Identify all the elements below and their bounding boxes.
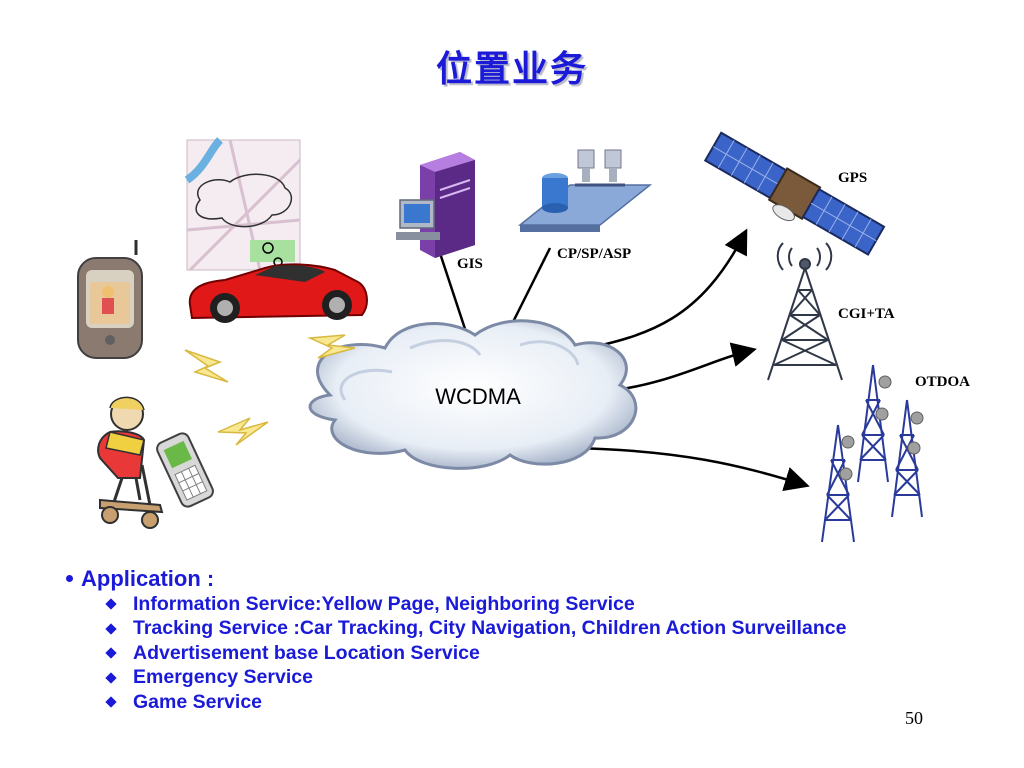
- wcdma-cloud: WCDMA: [308, 319, 638, 470]
- content-provider-icon: [517, 149, 653, 232]
- location-service-diagram: WCDMA GIS CP/SP/ASP: [77, 131, 970, 543]
- cell-tower-icon: [767, 242, 843, 381]
- cp-sp-asp-label: CP/SP/ASP: [557, 246, 631, 262]
- diamond-bullet-icon: [105, 672, 117, 684]
- diamond-bullet-icon: [105, 696, 117, 708]
- bullet-dot-icon: [66, 575, 73, 582]
- gps-label: GPS: [838, 170, 867, 186]
- service-list: Information Service:Yellow Page, Neighbo…: [66, 592, 996, 715]
- satellite-icon: [703, 131, 886, 256]
- car-image: [188, 263, 368, 323]
- list-item: Emergency Service: [104, 666, 996, 691]
- application-heading: Application :: [66, 565, 996, 592]
- wireless-signal-icons: [184, 334, 356, 446]
- slide-title: 位置业务: [435, 49, 588, 90]
- diamond-bullet-icon: [105, 623, 117, 635]
- otdoa-label: OTDOA: [915, 374, 970, 390]
- list-item: Advertisement base Location Service: [104, 641, 996, 666]
- child-scooter-image: [97, 396, 164, 529]
- wcdma-label: WCDMA: [435, 384, 521, 409]
- list-item: Information Service:Yellow Page, Neighbo…: [104, 592, 996, 617]
- list-item: Tracking Service :Car Tracking, City Nav…: [104, 617, 996, 642]
- city-map-image: [184, 137, 302, 272]
- mobile-phone-image: [156, 432, 214, 508]
- diamond-bullet-icon: [105, 647, 117, 659]
- handheld-device-image: [77, 240, 143, 359]
- gis-server-icon: [396, 152, 475, 258]
- application-heading-text: Application :: [81, 565, 215, 591]
- application-list: Application : Information Service:Yellow…: [66, 565, 996, 715]
- gis-label: GIS: [457, 256, 483, 272]
- page-number: 50: [905, 708, 923, 728]
- cgi-ta-label: CGI+TA: [838, 306, 895, 322]
- otdoa-towers-icon: [821, 364, 924, 543]
- diamond-bullet-icon: [105, 598, 117, 610]
- list-item: Game Service: [104, 690, 996, 715]
